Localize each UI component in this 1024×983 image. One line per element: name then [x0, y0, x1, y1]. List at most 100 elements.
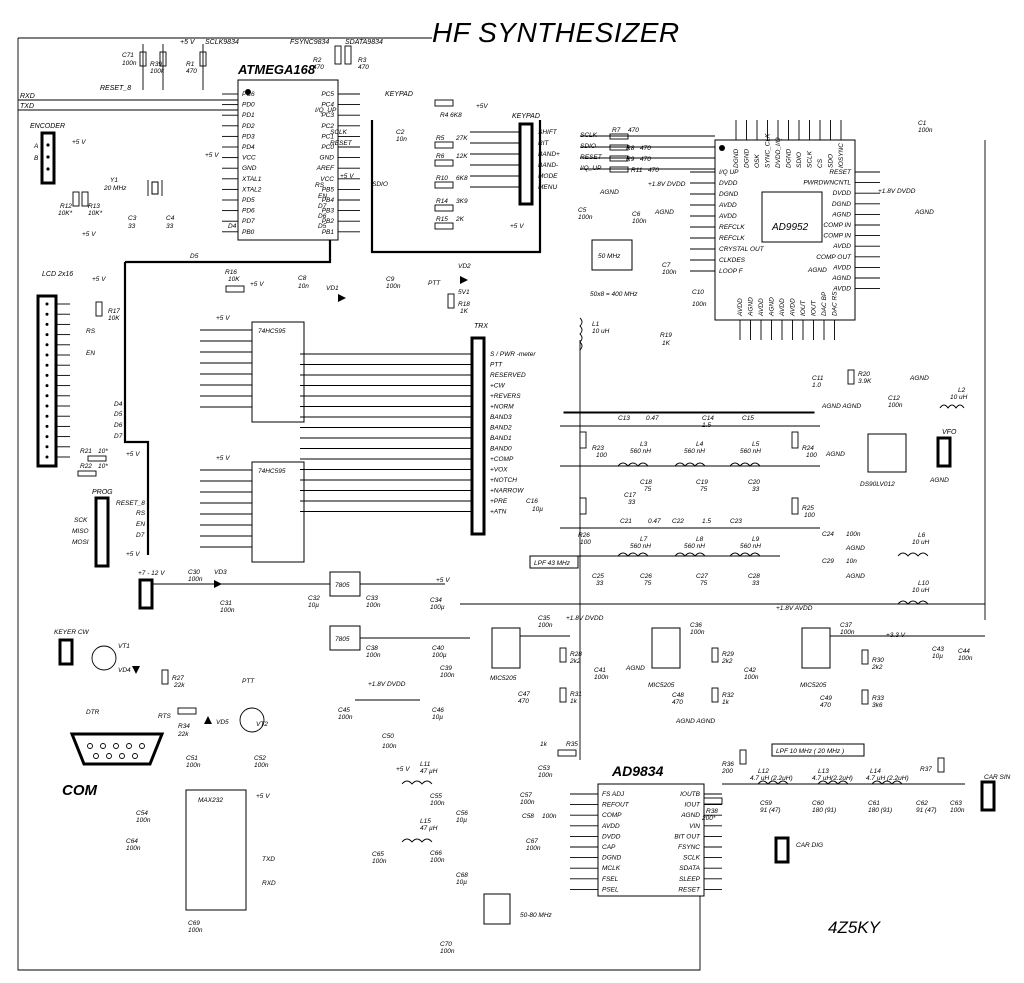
- prog-pin-en: EN: [136, 521, 145, 528]
- l9-label: L9: [752, 536, 760, 543]
- c33-value: 100n: [366, 602, 381, 609]
- atmega-pin-pd6: PD6: [242, 208, 255, 215]
- car-sin-connector[interactable]: [980, 780, 996, 812]
- c63-value: 100n: [950, 807, 965, 814]
- atmega-pin-pd0: PD0: [242, 102, 255, 109]
- ad9834-name: AD9834: [611, 763, 664, 779]
- trx-pin-list: S / PWR -meterPTTRESERVED+CW+REVERS+NORM…: [300, 351, 536, 516]
- lcd-pin-dot: [45, 302, 49, 306]
- trx-connector[interactable]: [470, 336, 486, 536]
- supply-label: +7 - 12 V: [138, 570, 165, 577]
- db9-pin: [100, 743, 106, 749]
- r19-label: R19: [660, 332, 672, 339]
- c5-label: C5: [578, 207, 587, 214]
- r26-value: 100: [580, 539, 591, 546]
- c37-value: 100n: [840, 629, 855, 636]
- sr2-name: 74HC595: [258, 468, 286, 475]
- r19-value: 1K: [662, 340, 671, 347]
- trx-pin-band3: BAND3: [490, 414, 512, 421]
- encoder-connector[interactable]: [40, 131, 56, 185]
- r24-value: 100: [806, 452, 817, 459]
- c70-label: C70: [440, 941, 452, 948]
- trx-pin-ptt: PTT: [490, 362, 503, 369]
- c33-label: C33: [366, 595, 378, 602]
- keypad-pin-rit: RIT: [538, 140, 550, 147]
- ptt-label-2: PTT: [242, 678, 255, 685]
- net-5v-r16: +5 V: [250, 281, 264, 288]
- dc-input-connector[interactable]: [138, 578, 154, 610]
- r21-label: R21: [80, 448, 92, 455]
- r10-label: R10: [436, 175, 448, 182]
- prog-pin-d7: D7: [136, 532, 145, 539]
- r12-label: R12: [60, 203, 72, 210]
- atmega-pin-xtal1: XTAL1: [241, 176, 262, 183]
- ad9834-pin-agnd: AGND: [680, 812, 700, 819]
- lcd-connector[interactable]: [36, 294, 58, 468]
- db9-com-port[interactable]: [69, 732, 165, 766]
- c53-label: C53: [538, 765, 550, 772]
- c69-value: 100n: [188, 927, 203, 934]
- c44-value: 100n: [958, 655, 973, 662]
- c62-label: C62: [916, 800, 928, 807]
- net-agnd-ad: AGND: [654, 209, 674, 216]
- r30-value: 2k2: [871, 664, 883, 671]
- c18-value: 75: [644, 486, 652, 493]
- encoder-label: ENCODER: [30, 123, 65, 130]
- keypad-pin-band: BAND-: [538, 162, 559, 169]
- ad9952-pin-sclk: SCLK: [807, 150, 814, 168]
- car-dig-label: CAR DIG: [796, 842, 823, 849]
- vfo-connector[interactable]: [936, 436, 952, 468]
- db9-pin: [93, 753, 99, 759]
- ad9834-pin-iout: IOUT: [684, 802, 701, 809]
- ad9952-pin-dac-bp: DAC BP: [821, 291, 828, 316]
- r25-label: R25: [802, 505, 814, 512]
- r5-label: R5: [436, 135, 445, 142]
- l8-value: 560 nH: [684, 543, 705, 550]
- r1-label: R1: [186, 61, 195, 68]
- mic5205-a: [491, 627, 521, 669]
- net-18avdd: +1.8V AVDD: [776, 605, 813, 612]
- c3-value: 33: [128, 223, 136, 230]
- c30-value: 100n: [188, 576, 203, 583]
- atmega-pin-pb0: PB0: [242, 229, 255, 236]
- keypad-connector[interactable]: [518, 122, 534, 206]
- c44-label: C44: [958, 648, 970, 655]
- l5-value: 560 nH: [740, 448, 761, 455]
- keyer-connector[interactable]: [58, 638, 74, 666]
- c62-value: 91 (47): [916, 807, 937, 814]
- ad9952-pin-dgnd: DGND: [744, 149, 751, 168]
- r9-label: R9: [626, 156, 635, 163]
- r34-value: 22k: [177, 731, 189, 738]
- ad9952-pin-agnd: AGND: [769, 297, 776, 317]
- net-rs-atmega: RS: [315, 182, 325, 189]
- lcd-pin-d6: D6: [114, 422, 123, 429]
- trx-pin-notch: +NOTCH: [490, 477, 517, 484]
- net-agnd-agnd2: AGND AGND: [675, 718, 715, 725]
- c24-value: 100n: [846, 531, 861, 538]
- net-18dvdd-mic: +1.8V DVDD: [566, 615, 604, 622]
- ad9952-pin-dgnd: DGND: [786, 149, 793, 168]
- ad9834-pin-fs-adj: FS ADJ: [602, 791, 625, 798]
- c28-value: 33: [752, 580, 760, 587]
- c68-label: C68: [456, 872, 468, 879]
- r13-value: 10K*: [88, 210, 103, 217]
- ad9952-pin-dvdd-i-q: DVDD_I/Q: [775, 137, 782, 168]
- net-d6-atmega: D6: [318, 213, 327, 220]
- trx-pin-norm: +NORM: [490, 404, 514, 411]
- c8-value: 10n: [298, 283, 309, 290]
- mic2-name: MIC5205: [648, 682, 675, 689]
- ad9834-pin-comp: COMP: [602, 812, 622, 819]
- atmega-pin-pc4: PC4: [321, 102, 334, 109]
- c45-value: 100n: [338, 714, 353, 721]
- c45-label: C45: [338, 707, 350, 714]
- r20-value: 3.9K: [858, 378, 872, 385]
- r22-label: R22: [80, 463, 92, 470]
- osc-label: 50 MHz: [598, 253, 621, 260]
- c61-value: 180 (91): [868, 807, 892, 814]
- c36-label: C36: [690, 622, 702, 629]
- car-dig-connector[interactable]: [774, 836, 790, 864]
- c2-label: C2: [396, 129, 405, 136]
- ad9834-pin-fsync: FSYNC: [678, 844, 700, 851]
- prog-connector[interactable]: [94, 496, 110, 568]
